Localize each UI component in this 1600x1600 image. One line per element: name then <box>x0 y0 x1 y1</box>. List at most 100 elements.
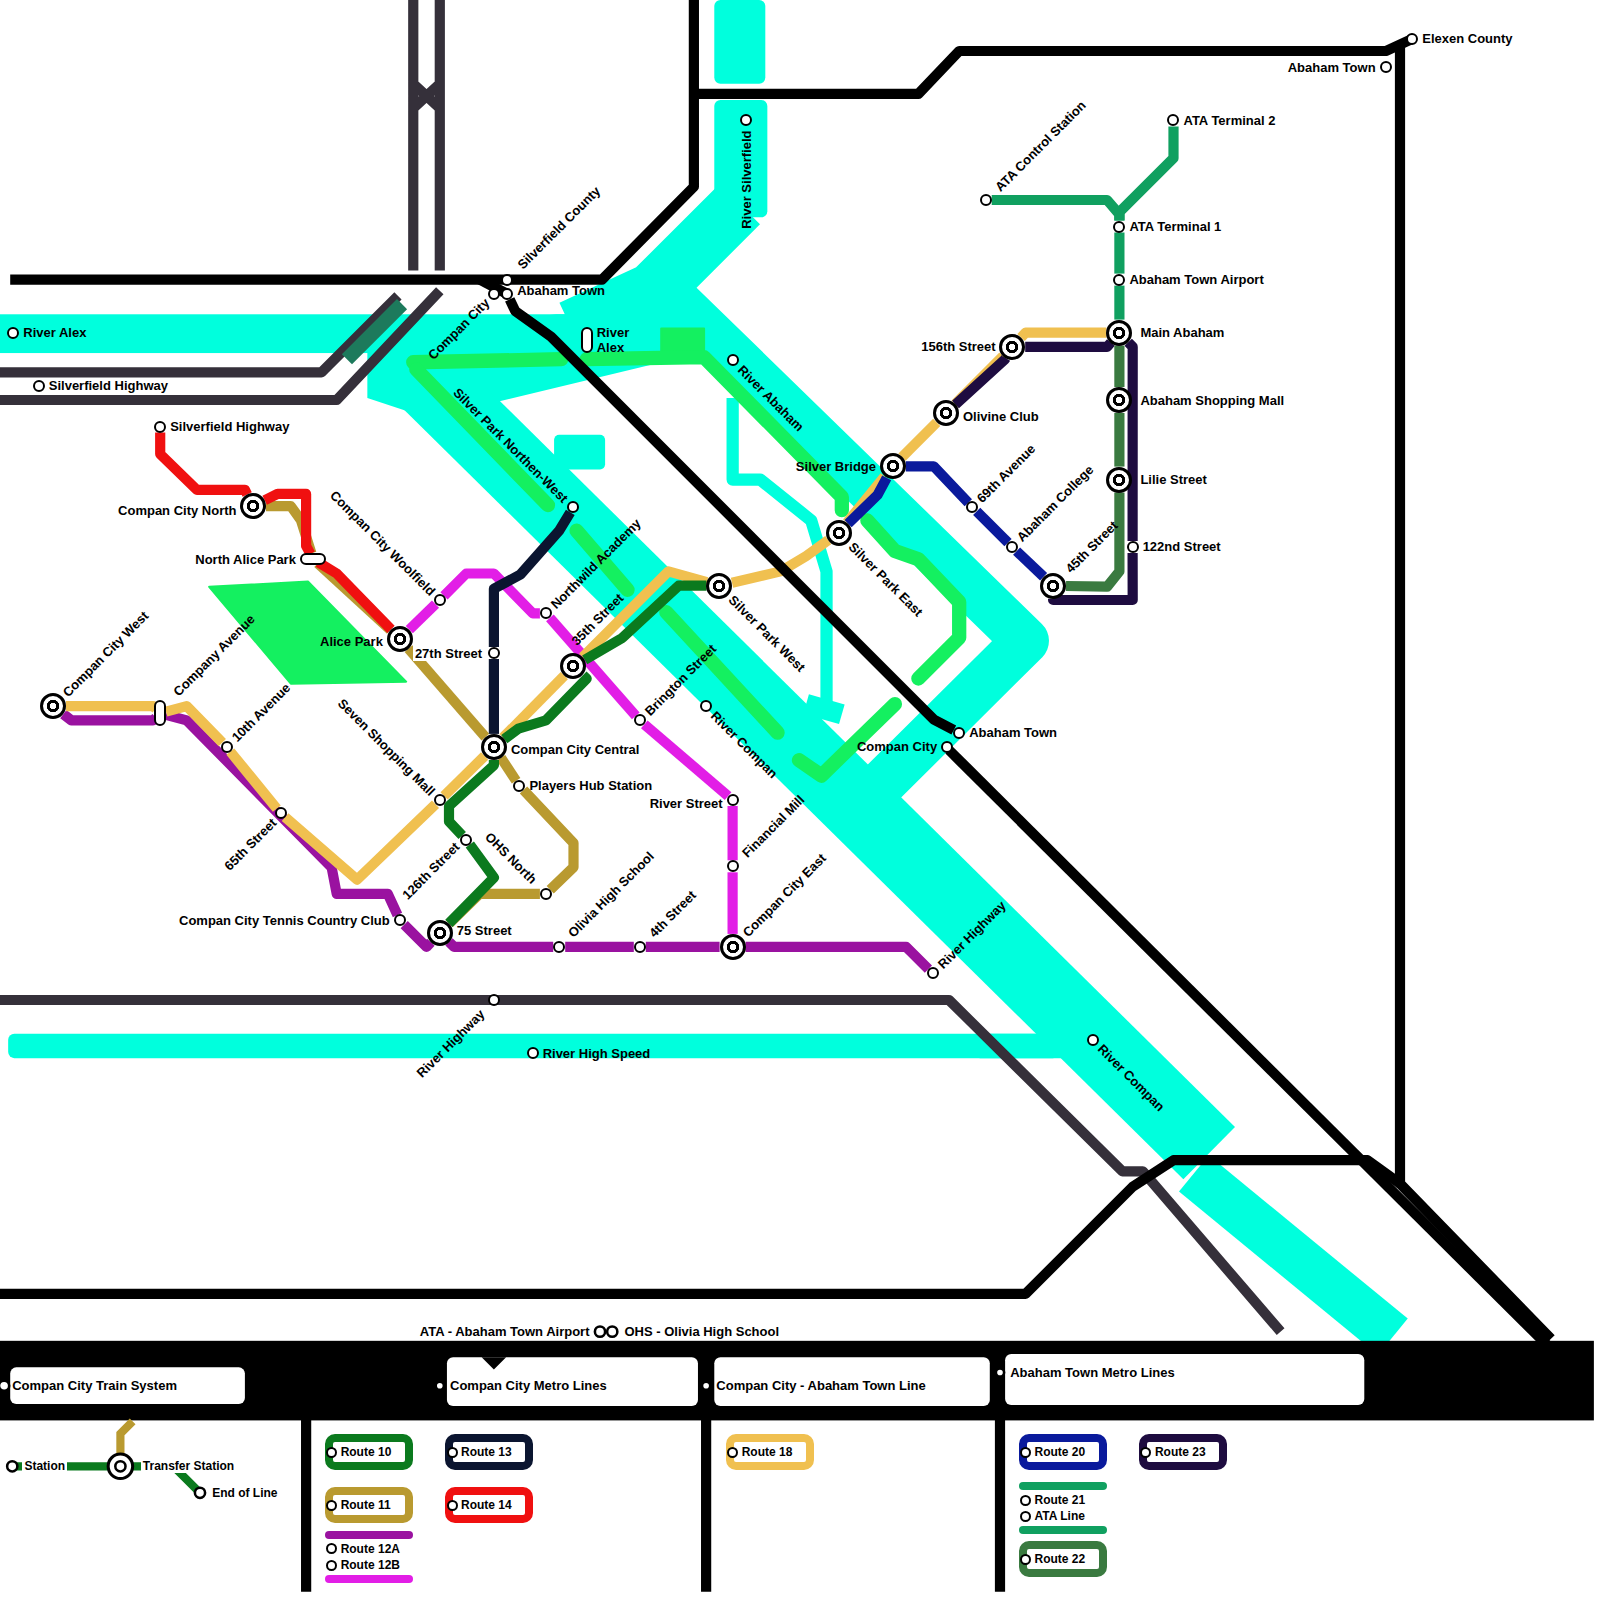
legend-text: Route 11 <box>341 1498 391 1512</box>
route-line <box>166 715 398 915</box>
route-line <box>906 466 969 503</box>
legend-bar <box>10 1367 245 1404</box>
route-line <box>956 358 1006 404</box>
legend-dot <box>326 1500 337 1511</box>
station-marker: 126th Street <box>460 834 472 846</box>
station-label: Compan City Central <box>511 742 640 757</box>
station-label: Silverfield County <box>515 183 604 272</box>
legend-text: Route 12B <box>341 1558 400 1572</box>
legend-bar <box>0 1381 9 1391</box>
legend-bar <box>0 1327 1594 1421</box>
station-marker: Seven Shopping Mall <box>434 794 446 806</box>
station-marker: River Alex <box>7 327 19 339</box>
station-marker: 69th Avenue <box>966 501 978 513</box>
legend-text: Station <box>22 1459 67 1473</box>
route-line <box>992 200 1120 221</box>
station-label: Abaham Town <box>517 283 605 298</box>
legend-dot <box>326 1543 337 1554</box>
highway <box>413 0 440 270</box>
train-line <box>949 750 1551 1349</box>
legend-symbol <box>108 1454 132 1478</box>
legend-text: ATA Line <box>1035 1509 1085 1523</box>
legend-dot <box>326 1447 337 1458</box>
station-label: 69th Avenue <box>974 441 1039 506</box>
route-line <box>1021 333 1106 338</box>
transfer-station: 156th Street <box>999 334 1025 360</box>
station-marker: River Highway <box>488 994 500 1006</box>
transfer-station: Compan City East <box>720 934 746 960</box>
station-label: 122nd Street <box>1143 539 1221 554</box>
legend-dot <box>447 1500 458 1511</box>
station-marker: North Alice Park <box>300 553 326 565</box>
route-line <box>1119 126 1173 220</box>
station-label: River Alex <box>597 325 630 355</box>
route-line <box>1017 551 1044 577</box>
station-marker: Silverfield County <box>501 274 513 286</box>
route-line <box>727 806 737 860</box>
legend-text: Route 12A <box>341 1542 400 1556</box>
highway <box>0 291 440 400</box>
transfer-station: 75 Street <box>427 920 453 946</box>
route-line <box>449 760 494 836</box>
transfer-station: Silver Bridge <box>880 453 906 479</box>
legend-dot <box>1020 1495 1031 1506</box>
transfer-station: Compan City West <box>40 693 66 719</box>
station-marker: Abaham Town <box>501 288 513 300</box>
route-line <box>166 706 222 743</box>
station-label: Abaham Shopping Mall <box>1140 393 1284 408</box>
route-line <box>646 942 720 952</box>
legend-dot <box>447 1447 458 1458</box>
legend-symbol <box>7 1461 17 1471</box>
station-label: Lilie Street <box>1140 472 1206 487</box>
station-marker: River Abaham <box>727 354 739 366</box>
river <box>1194 1173 1393 1336</box>
legend-text: Route 18 <box>742 1445 793 1459</box>
station-marker: 122nd Street <box>1127 541 1139 553</box>
station-marker: Northwild Academy <box>540 607 552 619</box>
station-label: Silver Bridge <box>796 459 876 474</box>
legend-bar <box>0 1341 1594 1421</box>
station-label: Silverfield Highway <box>170 419 289 434</box>
legend-bar <box>1005 1354 1364 1405</box>
legend-text: Route 22 <box>1035 1552 1086 1566</box>
route-line <box>63 714 156 720</box>
station-label: 10th Avenue <box>228 681 293 746</box>
route-line <box>409 604 435 630</box>
station-label: Abaham Town <box>1288 60 1376 75</box>
train-line <box>0 1160 1400 1294</box>
station-label: Olivia High School <box>565 849 657 941</box>
station-marker: Abaham College <box>1006 541 1018 553</box>
station-label: 156th Street <box>921 339 995 354</box>
station-marker: 4th Street <box>634 941 646 953</box>
station-label: Abaham College <box>1014 463 1097 546</box>
station-label: River Street <box>650 796 723 811</box>
route-line <box>727 872 737 934</box>
legend-dot <box>1020 1554 1031 1565</box>
route-line <box>449 942 553 947</box>
legend-symbol <box>195 1488 205 1498</box>
route-line <box>1114 346 1124 387</box>
legend-text: Route 23 <box>1155 1445 1206 1459</box>
station-label: River High Speed <box>543 1046 651 1061</box>
station-marker: Abaham Town Airport <box>1113 274 1125 286</box>
station-label: Players Hub Station <box>529 778 652 793</box>
station-label: 126th Street <box>400 839 463 902</box>
legend-symbol <box>115 1461 125 1471</box>
station-marker: Compan City <box>488 288 500 300</box>
transfer-station: Alice Park <box>387 626 413 652</box>
station-label: 75 Street <box>457 923 512 938</box>
legend-bar <box>607 1327 617 1337</box>
station-marker: River Alex <box>581 327 593 353</box>
transfer-station: 45th Street <box>1040 573 1066 599</box>
transfer-station: Lilie Street <box>1106 467 1132 493</box>
station-marker: Compan City <box>941 741 953 753</box>
station-label: ATA Terminal 1 <box>1129 219 1221 234</box>
legend-text: Route 14 <box>461 1498 512 1512</box>
station-marker: 65th Street <box>275 807 287 819</box>
station-marker: 10th Avenue <box>221 741 233 753</box>
station-marker: Elexen County <box>1406 33 1418 45</box>
highway <box>347 304 402 359</box>
transfer-station: Compan City North <box>240 493 266 519</box>
station-marker: ATA Control Station <box>980 194 992 206</box>
route-line <box>902 422 937 457</box>
